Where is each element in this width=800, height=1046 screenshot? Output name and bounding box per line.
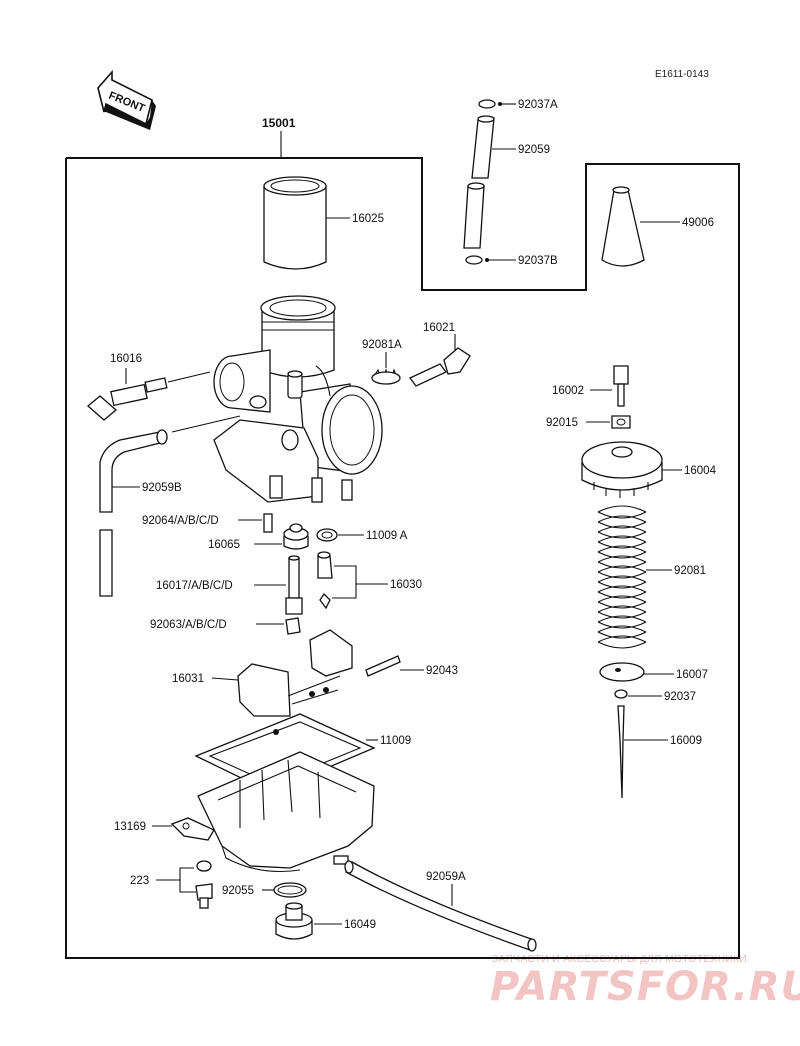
label-92064: 92064/A/B/C/D	[142, 515, 219, 527]
label-92081A: 92081A	[362, 339, 402, 351]
label-16004: 16004	[684, 465, 717, 477]
part-92055: 92055	[222, 882, 307, 898]
part-92059: 92059	[463, 115, 550, 249]
watermark: ЗАПЧАСТИ И АКСЕССУАРЫ ДЛЯ МОТОТЕХНИКИ PA…	[490, 954, 800, 1010]
part-92081: 92081	[597, 505, 706, 649]
part-92037: 92037	[614, 689, 696, 703]
label-92063: 92063/A/B/C/D	[150, 619, 227, 631]
part-16002: 16002	[552, 365, 629, 407]
label-49006: 49006	[682, 217, 714, 229]
label-16009: 16009	[670, 735, 702, 747]
part-11009A: 11009 A	[316, 528, 408, 542]
part-16007: 16007	[599, 662, 708, 682]
label-92081: 92081	[674, 565, 706, 577]
label-11009A: 11009 A	[366, 530, 408, 542]
part-92081A: 92081A	[362, 339, 402, 385]
part-16017: 16017/A/B/C/D	[156, 555, 303, 615]
part-92043: 92043	[365, 655, 458, 677]
label-16049: 16049	[344, 919, 376, 931]
part-float-bowl	[197, 751, 375, 873]
part-16009: 16009	[617, 705, 702, 799]
reference-code: E1611-0143	[655, 69, 709, 80]
label-223: 223	[130, 875, 149, 887]
label-16021: 16021	[423, 322, 455, 334]
label-16002: 16002	[552, 385, 584, 397]
part-49006: 49006	[601, 186, 714, 267]
part-92063: 92063/A/B/C/D	[150, 617, 301, 635]
part-92015: 92015	[546, 415, 631, 429]
part-16021: 16021	[408, 322, 471, 387]
part-92064: 92064/A/B/C/D	[142, 513, 273, 533]
part-16025: 16025	[263, 176, 384, 270]
part-16031: 16031	[172, 629, 353, 717]
label-92037: 92037	[664, 691, 696, 703]
label-16007: 16007	[676, 669, 708, 681]
watermark-brand: PARTSFOR.RU	[490, 964, 800, 1010]
part-16049: 16049	[275, 902, 376, 940]
assembly-number: 15001	[262, 116, 296, 130]
part-13169: 13169	[114, 817, 215, 841]
label-16017: 16017/A/B/C/D	[156, 580, 233, 592]
label-92059A: 92059A	[426, 871, 466, 883]
part-92037B: 92037B	[465, 255, 558, 267]
label-13169: 13169	[114, 821, 146, 833]
part-16016: 16016	[86, 353, 211, 421]
front-arrow-icon: FRONT	[97, 69, 156, 130]
part-92059B: 92059B	[99, 415, 241, 597]
label-92037B: 92037B	[518, 255, 558, 267]
watermark-tagline: ЗАПЧАСТИ И АКСЕССУАРЫ ДЛЯ МОТОТЕХНИКИ	[492, 954, 747, 965]
label-92015: 92015	[546, 417, 578, 429]
part-92037A: 92037A	[478, 99, 558, 111]
assembly-frame: 15001	[65, 116, 740, 959]
part-16004: 16004	[581, 441, 717, 498]
label-92055: 92055	[222, 885, 254, 897]
part-16065: 16065	[208, 523, 309, 551]
label-16065: 16065	[208, 539, 240, 551]
part-16030: 16030	[317, 551, 422, 610]
label-92059: 92059	[518, 144, 550, 156]
label-16031: 16031	[172, 673, 204, 685]
part-92059A: 92059A	[344, 860, 537, 952]
label-92059B: 92059B	[142, 482, 182, 494]
label-16016: 16016	[110, 353, 142, 365]
carburetor-body	[213, 295, 383, 503]
label-92037A: 92037A	[518, 99, 558, 111]
part-223: 223	[130, 860, 213, 909]
label-16025: 16025	[352, 213, 384, 225]
label-11009: 11009	[380, 735, 411, 747]
label-92043: 92043	[426, 665, 458, 677]
label-16030: 16030	[390, 579, 422, 591]
